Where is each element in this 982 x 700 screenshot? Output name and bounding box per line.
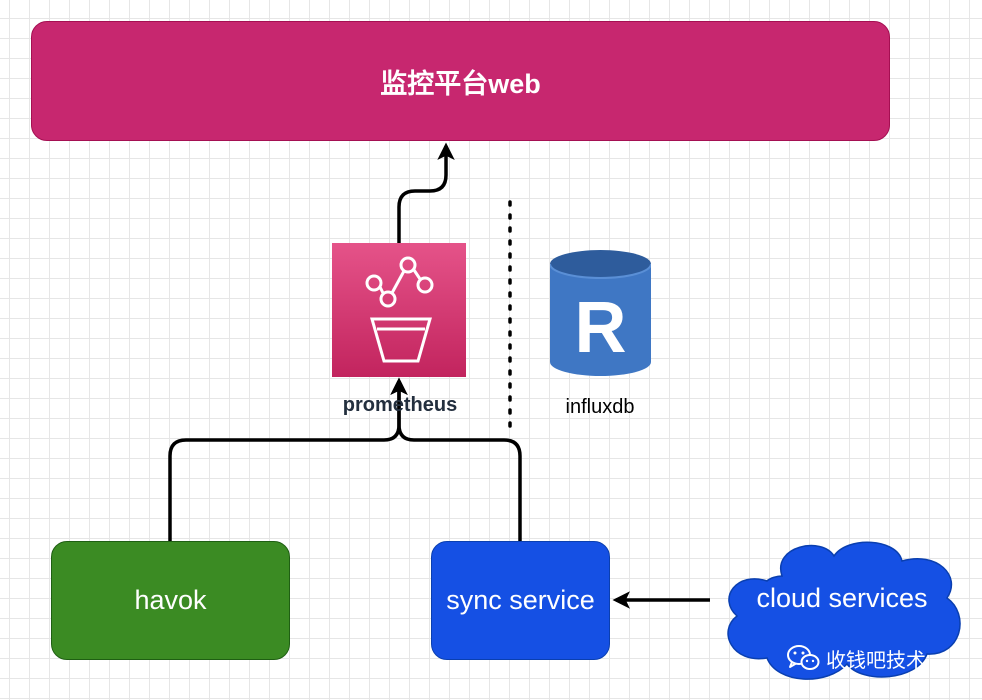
watermark-label: 收钱吧技术 bbox=[826, 649, 926, 672]
influxdb-label: influxdb bbox=[565, 396, 635, 418]
sync-service-label: sync service bbox=[446, 585, 595, 615]
havok-box[interactable]: havok bbox=[51, 541, 290, 660]
edge-prometheus-to-web bbox=[397, 142, 455, 243]
influxdb-icon[interactable]: R bbox=[550, 250, 651, 378]
cloud-services-icon[interactable] bbox=[722, 536, 965, 682]
prometheus-icon[interactable] bbox=[332, 243, 466, 377]
havok-label: havok bbox=[134, 585, 207, 615]
influxdb-icon-letter: R bbox=[575, 288, 627, 368]
sync-service-box[interactable]: sync service bbox=[431, 541, 610, 660]
cloud-services-label: cloud services bbox=[756, 583, 928, 613]
prometheus-label: prometheus bbox=[342, 394, 458, 416]
edge-sync-to-prometheus bbox=[390, 377, 522, 541]
wechat-icon bbox=[787, 645, 820, 670]
monitoring-web-label: 监控平台web bbox=[380, 68, 541, 99]
watermark: 收钱吧技术 bbox=[786, 640, 972, 676]
monitoring-web-box[interactable]: 监控平台web bbox=[31, 21, 890, 141]
